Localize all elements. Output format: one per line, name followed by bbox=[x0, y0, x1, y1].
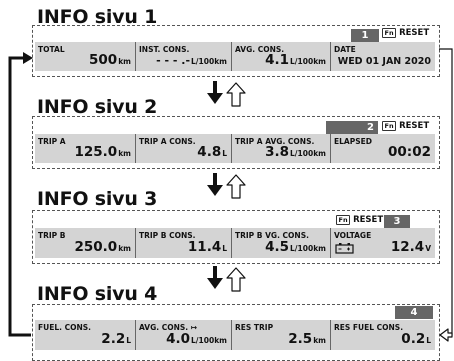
avg-cons-value: 4.1 bbox=[265, 52, 290, 68]
voltage-unit: V bbox=[425, 244, 431, 253]
trip-a-avg-unit: L/100km bbox=[290, 149, 326, 158]
res-fuel-cons-cell: RES FUEL CONS. 0.2L bbox=[330, 320, 435, 350]
voltage-value: 12.4 bbox=[390, 239, 425, 255]
fuel-cons-unit: L bbox=[126, 336, 131, 345]
fn-key-icon: Fn bbox=[382, 28, 397, 38]
trip-b-avg-value: 4.5 bbox=[265, 239, 290, 255]
trip-a-cons-cell: TRIP A CONS. 4.8L bbox=[135, 134, 231, 163]
trip-b-label: TRIP B bbox=[38, 231, 66, 240]
trip-a-cons-unit: L bbox=[222, 149, 227, 158]
trip-a-unit: km bbox=[118, 149, 131, 158]
voltage-cell: VOLTAGE 12.4V bbox=[330, 228, 435, 258]
fuel-cons-label: FUEL. CONS. bbox=[38, 323, 91, 332]
avg-cons-cell: AVG. CONS. 4.1L/100km bbox=[231, 42, 330, 71]
res-trip-value: 2.5 bbox=[288, 331, 313, 347]
info-page-1-reset: Fn RESET bbox=[382, 28, 429, 38]
avg-cons-4-label: AVG. CONS. ↦ bbox=[139, 323, 198, 332]
filled-down-arrow-icon bbox=[207, 266, 223, 289]
fn-key-icon: Fn bbox=[382, 121, 397, 131]
trip-a-avg-cell: TRIP A AVG. CONS. 3.8L/100km bbox=[231, 134, 330, 163]
date-cell: DATE WED 01 JAN 2020 bbox=[330, 42, 435, 71]
info-page-3-heading: INFO sivu 3 bbox=[37, 188, 158, 210]
res-fuel-cons-value: 0.2 bbox=[401, 331, 426, 347]
elapsed-value: 00:02 bbox=[388, 144, 431, 160]
avg-cons-4-cell: AVG. CONS. ↦ 4.0L/100km bbox=[135, 320, 231, 350]
info-page-3-badge: 3 bbox=[384, 215, 410, 228]
info-page-4-badge: 4 bbox=[395, 306, 433, 319]
total-unit: km bbox=[118, 57, 131, 66]
outline-up-arrow-icon bbox=[226, 174, 246, 199]
total-value: 500 bbox=[89, 52, 118, 68]
info-page-2-badge: 2 bbox=[326, 121, 378, 134]
fuel-cons-value: 2.2 bbox=[101, 331, 126, 347]
total-label: TOTAL bbox=[38, 45, 65, 54]
inst-cons-label: INST. CONS. bbox=[139, 45, 190, 54]
outline-up-arrow-icon bbox=[226, 82, 246, 107]
avg-cons-label: AVG. CONS. bbox=[235, 45, 285, 54]
trip-a-value: 125.0 bbox=[74, 144, 118, 160]
trip-b-avg-label: TRIP B VG. CONS. bbox=[235, 231, 309, 240]
res-trip-cell: RES TRIP 2.5km bbox=[231, 320, 330, 350]
trip-b-cons-value: 11.4 bbox=[187, 239, 222, 255]
date-value: WED 01 JAN 2020 bbox=[337, 56, 431, 67]
info-page-1-display: TOTAL 500km INST. CONS. - - - .-L/100km … bbox=[35, 42, 435, 71]
res-trip-unit: km bbox=[313, 336, 326, 345]
info-page-2-display: TRIP A 125.0km TRIP A CONS. 4.8L TRIP A … bbox=[35, 134, 435, 163]
info-page-2-heading: INFO sivu 2 bbox=[37, 96, 158, 118]
trip-b-cons-cell: TRIP B CONS. 11.4L bbox=[135, 228, 231, 258]
info-page-3-reset: Fn RESET bbox=[336, 215, 383, 225]
fn-key-icon: Fn bbox=[336, 215, 351, 225]
res-fuel-cons-unit: L bbox=[426, 336, 431, 345]
battery-icon bbox=[335, 243, 354, 254]
info-page-1-badge: 1 bbox=[351, 29, 379, 42]
res-fuel-cons-label: RES FUEL CONS. bbox=[334, 323, 404, 332]
avg-cons-4-value: 4.0 bbox=[166, 331, 191, 347]
fuel-cons-cell: FUEL. CONS. 2.2L bbox=[35, 320, 135, 350]
info-page-2-reset: Fn RESET bbox=[382, 121, 429, 131]
res-trip-label: RES TRIP bbox=[235, 323, 274, 332]
info-page-4-display: FUEL. CONS. 2.2L AVG. CONS. ↦ 4.0L/100km… bbox=[35, 320, 435, 350]
trip-b-cons-unit: L bbox=[222, 244, 227, 253]
loop-forward-arrow bbox=[439, 48, 453, 342]
inst-cons-value: - - - .- bbox=[156, 54, 191, 67]
trip-b-unit: km bbox=[118, 244, 131, 253]
trip-a-cell: TRIP A 125.0km bbox=[35, 134, 135, 163]
inst-cons-cell: INST. CONS. - - - .-L/100km bbox=[135, 42, 231, 71]
trip-b-cell: TRIP B 250.0km bbox=[35, 228, 135, 258]
info-page-3-display: TRIP B 250.0km TRIP B CONS. 11.4L TRIP B… bbox=[35, 228, 435, 258]
trip-a-cons-value: 4.8 bbox=[197, 144, 222, 160]
trip-b-cons-label: TRIP B CONS. bbox=[139, 231, 196, 240]
info-page-1-heading: INFO sivu 1 bbox=[37, 6, 158, 28]
trip-a-avg-value: 3.8 bbox=[265, 144, 290, 160]
voltage-label: VOLTAGE bbox=[334, 231, 372, 240]
elapsed-cell: ELAPSED 00:02 bbox=[330, 134, 435, 163]
loop-back-arrow bbox=[8, 52, 33, 337]
filled-down-arrow-icon bbox=[207, 173, 223, 196]
trip-a-cons-label: TRIP A CONS. bbox=[139, 137, 196, 146]
filled-down-arrow-icon bbox=[207, 81, 223, 104]
elapsed-label: ELAPSED bbox=[334, 137, 372, 146]
reset-label: RESET bbox=[399, 121, 430, 131]
trip-a-label: TRIP A bbox=[38, 137, 66, 146]
inst-cons-unit: L/100km bbox=[191, 57, 227, 66]
outline-up-arrow-icon bbox=[226, 267, 246, 292]
trip-a-avg-label: TRIP A AVG. CONS. bbox=[235, 137, 315, 146]
trip-b-value: 250.0 bbox=[74, 239, 118, 255]
total-cell: TOTAL 500km bbox=[35, 42, 135, 71]
info-page-4-heading: INFO sivu 4 bbox=[37, 283, 158, 305]
trip-b-avg-unit: L/100km bbox=[290, 244, 326, 253]
avg-cons-unit: L/100km bbox=[290, 57, 326, 66]
reset-label: RESET bbox=[399, 28, 430, 38]
trip-b-avg-cell: TRIP B VG. CONS. 4.5L/100km bbox=[231, 228, 330, 258]
reset-label: RESET bbox=[353, 215, 384, 225]
date-label: DATE bbox=[334, 45, 356, 54]
avg-cons-4-unit: L/100km bbox=[191, 336, 227, 345]
